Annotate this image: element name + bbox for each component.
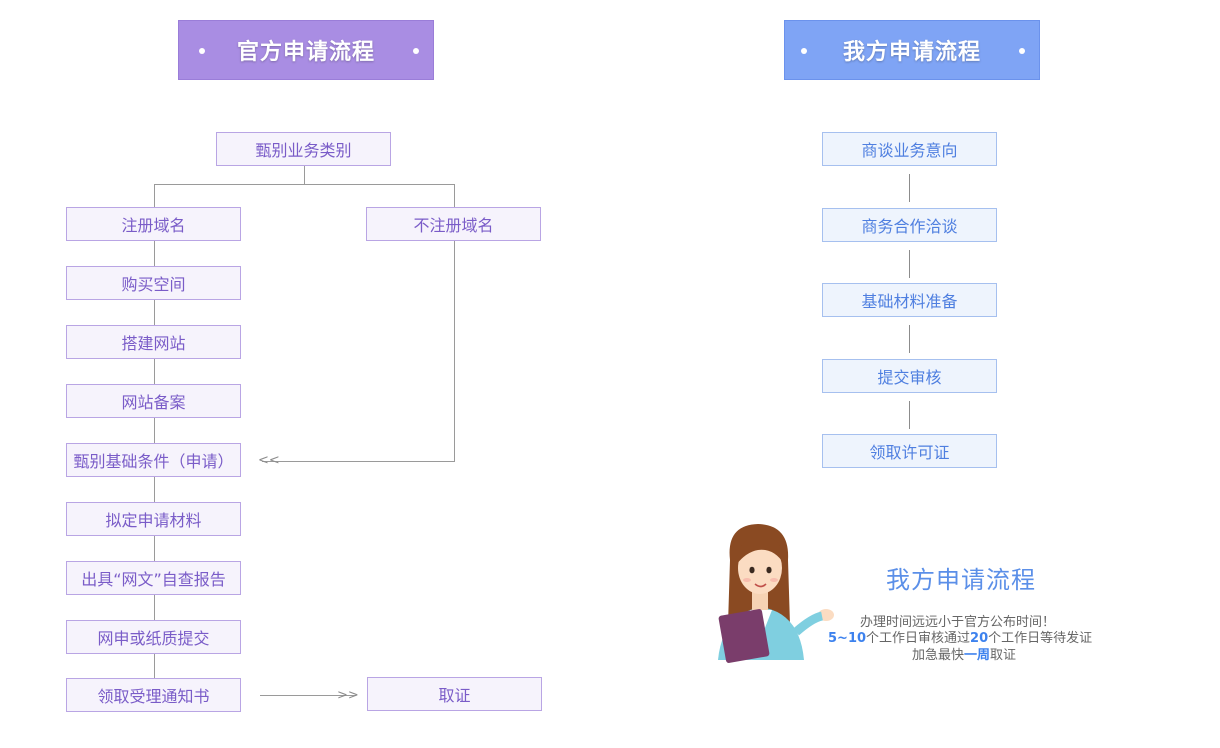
step-draft-materials: 拟定申请材料 xyxy=(66,502,241,536)
connector xyxy=(454,184,455,207)
connector xyxy=(154,359,155,384)
step-buy-hosting: 购买空间 xyxy=(66,266,241,300)
our-step-submit-review: 提交审核 xyxy=(822,359,997,393)
promo-text: 加急最快 xyxy=(912,648,965,663)
connector xyxy=(154,536,155,561)
step-identify-conditions: 甄别基础条件（申请） xyxy=(66,443,241,477)
node-no-domain: 不注册域名 xyxy=(366,207,541,241)
step-receive-notice: 领取受理通知书 xyxy=(66,678,241,712)
connector xyxy=(154,654,155,678)
woman-with-folder-illustration xyxy=(718,524,834,663)
connector xyxy=(154,184,155,207)
connector xyxy=(909,250,910,278)
promo-text: 个工作日审核通过 xyxy=(866,631,971,646)
node-identify-business-type: 甄别业务类别 xyxy=(216,132,391,166)
connector xyxy=(909,401,910,429)
step-self-check-report: 出具“网文”自查报告 xyxy=(66,561,241,595)
connector xyxy=(262,461,455,462)
promo-text: 个工作日等待发证 xyxy=(988,631,1093,646)
our-step-negotiate: 商务合作洽谈 xyxy=(822,208,997,242)
promo-days-count: 20 xyxy=(970,631,989,646)
connector xyxy=(154,184,455,185)
our-step-prepare-materials: 基础材料准备 xyxy=(822,283,997,317)
connector xyxy=(909,174,910,202)
connector xyxy=(154,477,155,502)
connector xyxy=(154,241,155,266)
step-website-filing: 网站备案 xyxy=(66,384,241,418)
promo-line-3: 加急最快一周取证 xyxy=(912,644,1016,663)
promo-week: 一周 xyxy=(964,648,991,663)
our-process-title: 我方申请流程 xyxy=(842,40,981,65)
connector xyxy=(304,166,305,184)
official-process-header: 官方申请流程 xyxy=(178,20,434,80)
promo-text: 取证 xyxy=(990,648,1017,663)
step-build-website: 搭建网站 xyxy=(66,325,241,359)
connector xyxy=(154,595,155,620)
header-dot-right xyxy=(413,48,419,54)
promo-days-range: 5~10 xyxy=(828,631,867,646)
promo-line-2: 5~10个工作日审核通过20个工作日等待发证 xyxy=(828,627,1092,646)
official-process-title: 官方申请流程 xyxy=(236,40,375,65)
our-process-header: 我方申请流程 xyxy=(784,20,1040,80)
header-dot-right xyxy=(1019,48,1025,54)
step-register-domain: 注册域名 xyxy=(66,207,241,241)
connector xyxy=(154,418,155,443)
header-dot-left xyxy=(199,48,205,54)
arrow-right-icon: >> xyxy=(337,688,359,703)
connector xyxy=(260,695,356,696)
our-step-get-license: 领取许可证 xyxy=(822,434,997,468)
promo-title: 我方申请流程 xyxy=(886,566,1036,594)
promo-line-1: 办理时间远远小于官方公布时间！ xyxy=(860,615,1056,630)
connector xyxy=(154,300,155,325)
step-get-certificate: 取证 xyxy=(367,677,542,711)
header-dot-left xyxy=(801,48,807,54)
arrow-left-icon: << xyxy=(258,453,280,468)
our-step-discuss-intent: 商谈业务意向 xyxy=(822,132,997,166)
step-submit: 网申或纸质提交 xyxy=(66,620,241,654)
connector xyxy=(454,241,455,462)
connector xyxy=(909,325,910,353)
